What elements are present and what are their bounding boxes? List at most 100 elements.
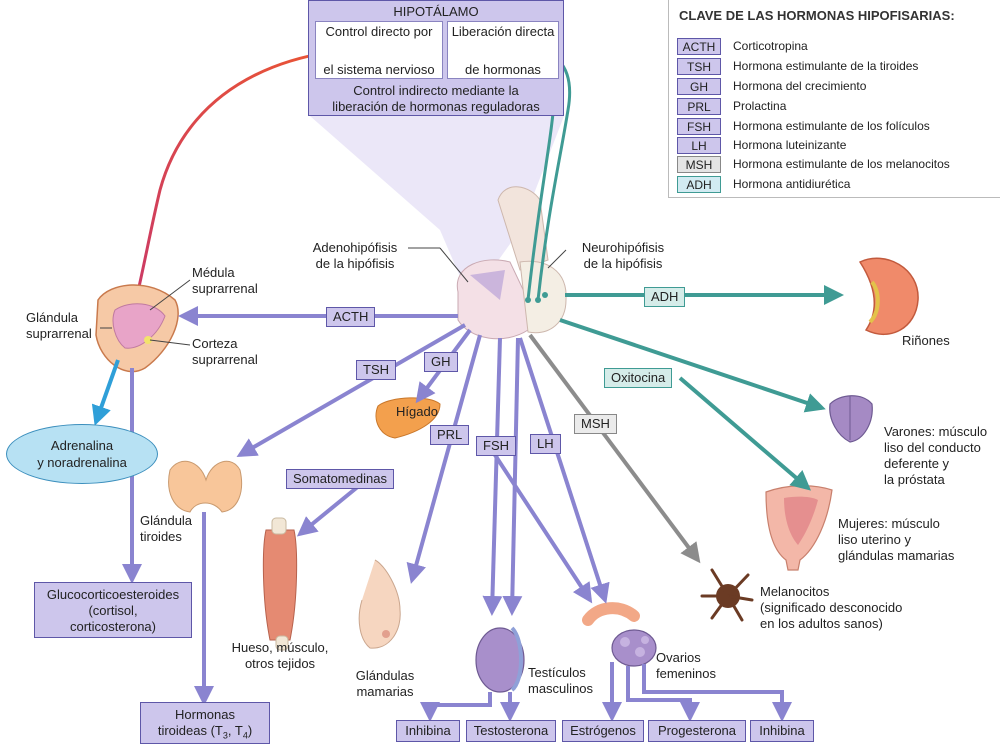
tag-somatomedinas: Somatomedinas — [286, 469, 394, 489]
neurohipofisis-label: Neurohipófisis de la hipófisis — [568, 240, 678, 272]
varones-label-4: la próstata — [884, 472, 945, 487]
liver — [375, 397, 441, 439]
key-abbr: ACTH — [677, 38, 721, 55]
indirect-control-label-1: Control indirecto mediante la — [353, 83, 519, 98]
key-abbr: PRL — [677, 98, 721, 115]
direct-release-panel: Liberación directa de hormonas — [447, 21, 559, 79]
tag-prl: PRL — [430, 425, 470, 445]
adrenalina-label-1: Adrenalina — [50, 438, 114, 453]
key-desc: Prolactina — [733, 99, 787, 113]
mamarias-label: Glándulas mamarias — [340, 668, 430, 700]
adenohipofisis-label-1: Adenohipófisis — [312, 240, 398, 255]
corteza-label-2: suprarrenal — [192, 352, 258, 367]
varones-label-3: deferente y — [884, 456, 950, 471]
adenohipofisis-label: Adenohipófisis de la hipófisis — [300, 240, 410, 272]
tiroideas-mid: , T — [227, 723, 243, 738]
mujeres-label-2: liso uterino y — [838, 532, 911, 547]
gluco-label-3: corticosterona) — [70, 619, 156, 634]
glandula-tiroides-label: Glándula tiroides — [140, 513, 192, 545]
key-desc: Corticotropina — [733, 39, 808, 53]
corteza-label: Corteza suprarrenal — [192, 336, 258, 368]
ovarios-label-1: Ovarios — [656, 650, 701, 665]
melanocitos-label-2: (significado desconocido — [760, 600, 903, 615]
key-desc: Hormona del crecimiento — [733, 79, 867, 93]
arrow-prl — [406, 334, 482, 584]
mamarias-label-1: Glándulas — [355, 668, 415, 683]
key-abbr: FSH — [677, 118, 721, 135]
key-abbr: TSH — [677, 58, 721, 75]
melanocitos-label: Melanocitos (significado desconocido en … — [760, 584, 902, 632]
varones-label-1: Varones: músculo — [884, 424, 988, 439]
arrow-oxitocina-male — [559, 318, 826, 413]
fallopian-tube — [582, 602, 640, 626]
key-abbr: MSH — [677, 156, 721, 173]
gluco-label-1: Glucocorticoesteroides — [46, 587, 180, 602]
arrow-lh-testis — [502, 337, 523, 616]
tiroideas-text: tiroideas (T — [157, 723, 223, 738]
arrow-fsh-testis — [482, 337, 503, 616]
key-desc: Hormona antidiurética — [733, 177, 851, 191]
testis — [475, 627, 525, 693]
key-desc: Hormona estimulante de los melanocitos — [733, 157, 950, 171]
key-desc: Hormona estimulante de la tiroides — [733, 59, 919, 73]
key-abbr: ADH — [677, 176, 721, 193]
arrow-somatomedinas — [296, 483, 362, 537]
varones-label-2: liso del conducto — [884, 440, 981, 455]
glandula-supra-label-2: suprarrenal — [26, 326, 92, 341]
arrow-lh-ovary — [518, 337, 610, 604]
direct-nervous-label-1: Control directo por — [325, 24, 433, 39]
testiculos-label-1: Testículos — [528, 665, 586, 680]
glandula-supra-label-1: Glándula — [26, 310, 79, 325]
muscle — [262, 529, 298, 641]
tiroides-label-2: tiroides — [140, 529, 182, 544]
arrow-testis-inhibina — [420, 692, 492, 722]
direct-release-label-1: Liberación directa — [451, 24, 555, 39]
prostate — [829, 395, 873, 443]
tiroideas-label-2: tiroideas (T3, T4) — [141, 723, 269, 744]
thyroid — [168, 460, 243, 513]
ovarios-label: Ovarios femeninos — [656, 650, 716, 682]
key-title: CLAVE DE LAS HORMONAS HIPOFISARIAS: — [679, 8, 955, 23]
hypothalamus-box: HIPOTÁLAMO Control directo por el sistem… — [308, 0, 564, 116]
tag-adh: ADH — [644, 287, 686, 307]
ovary — [611, 629, 657, 667]
testiculos-label-2: masculinos — [528, 681, 594, 696]
tag-gh: GH — [424, 352, 458, 372]
kidney — [858, 257, 919, 335]
medula-label-1: Médula — [192, 265, 235, 280]
anterior-pituitary — [456, 259, 529, 340]
medula-label: Médula suprarrenal — [192, 265, 258, 297]
ovarios-label-2: femeninos — [656, 666, 716, 681]
hormone-key: CLAVE DE LAS HORMONAS HIPOFISARIAS: ACTH… — [668, 0, 1000, 198]
estrogenos-box: Estrógenos — [562, 720, 644, 742]
testiculos-label: Testículos masculinos — [528, 665, 593, 697]
inhibina-male-box: Inhibina — [396, 720, 460, 742]
varones-label: Varones: músculo liso del conducto defer… — [884, 424, 987, 488]
anterior-pituitary-inner — [470, 270, 505, 300]
tag-lh: LH — [530, 434, 561, 454]
arrow-ovary-progesterona — [626, 666, 700, 722]
direct-nervous-label-2: el sistema nervioso — [323, 62, 435, 77]
corteza-label-1: Corteza — [192, 336, 238, 351]
arrow-ovary-inhibina — [642, 664, 792, 722]
melanocitos-label-3: en los adultos sanos) — [760, 616, 883, 631]
tag-acth: ACTH — [326, 307, 376, 327]
higado-label: Hígado — [396, 404, 438, 419]
tag-tsh: TSH — [356, 360, 396, 380]
key-desc: Hormona estimulante de los folículos — [733, 119, 930, 133]
adrenalina-ellipse: Adrenalina y noradrenalina — [6, 424, 158, 484]
arrow-fsh-ovary — [493, 453, 593, 604]
mujeres-label-3: glándulas mamarias — [838, 548, 955, 563]
tag-fsh: FSH — [476, 436, 516, 456]
glandula-suprarrenal-label: Glándula suprarrenal — [26, 310, 92, 342]
rinones-label: Riñones — [902, 333, 950, 348]
direct-release-label-2: de hormonas — [465, 62, 541, 77]
adenohipofisis-label-2: de la hipófisis — [315, 256, 395, 271]
arrow-adrenalina — [91, 359, 120, 426]
neurohipofisis-label-1: Neurohipófisis — [581, 240, 665, 255]
tiroideas-sub-3: 3 — [222, 730, 228, 741]
arrow-tsh — [236, 323, 467, 458]
arrow-msh — [528, 333, 701, 564]
hueso-label-2: otros tejidos — [244, 656, 316, 671]
